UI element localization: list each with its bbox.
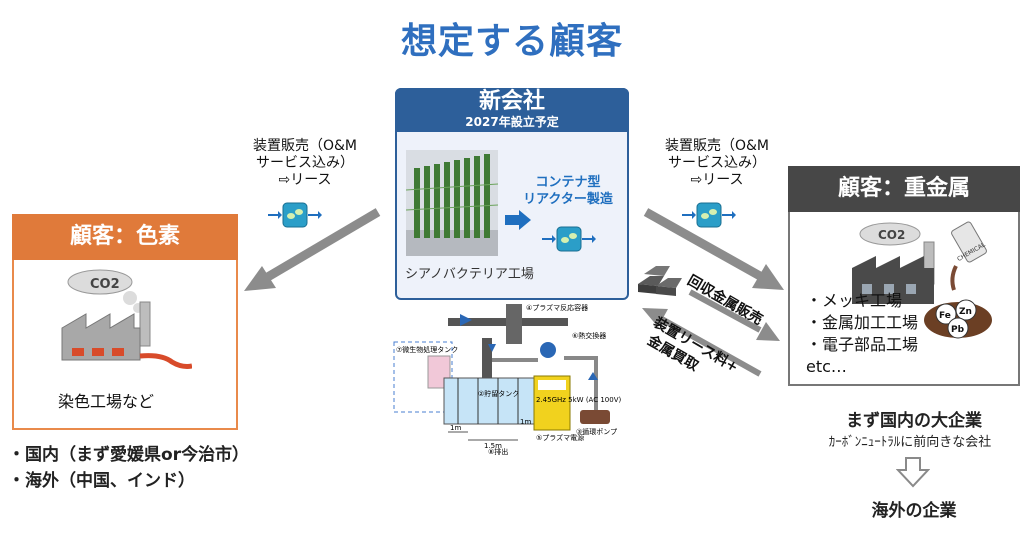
arrow-head-pigment bbox=[244, 266, 276, 291]
diagram-label: 1m bbox=[520, 418, 531, 426]
region-overseas: ・海外（中国、インド） bbox=[8, 471, 195, 491]
diagram-label: 1m bbox=[450, 424, 461, 432]
list-item: ・電子部品工場 bbox=[806, 335, 919, 354]
co2-text: CO2 bbox=[878, 228, 905, 242]
arrow-head-metal-sale bbox=[756, 322, 780, 341]
dye-factory-icon: CO2 bbox=[61, 269, 192, 369]
cyanobacteria-factory-photo bbox=[406, 150, 498, 256]
reactor-icon bbox=[682, 202, 736, 228]
region-domestic: ・国内（まず愛媛県or今治市） bbox=[8, 445, 250, 465]
plasma-system-diagram: ④プラズマ反応容器 ⑦微生物処理タンク ⑥熱交換器 ②貯留タンク 2.45GHz… bbox=[388, 300, 630, 456]
list-item: ・金属加工工場 bbox=[806, 313, 919, 332]
list-item: ・メッキ工場 bbox=[806, 291, 903, 310]
new-company-subtitle: 2027年設立予定 bbox=[465, 115, 559, 129]
metal-ingots-icon bbox=[638, 266, 682, 296]
pigment-customer-label: 染色工場など bbox=[58, 392, 155, 411]
arrow-head-lease bbox=[642, 308, 668, 327]
right-flow-label: 装置販売（O&M サービス込み） ⇨リース bbox=[664, 138, 769, 188]
element-zn: Zn bbox=[959, 307, 972, 317]
list-item: etc… bbox=[806, 357, 847, 376]
diagram-label: ⑧排出 bbox=[488, 447, 508, 456]
left-flow-label: 装置販売（O&M サービス込み） ⇨リース bbox=[252, 138, 357, 188]
container-reactor-label: コンテナ型 リアクター製造 bbox=[523, 175, 613, 207]
arrow-metal-sale bbox=[688, 289, 762, 333]
diagram-label: 1.5m bbox=[484, 442, 502, 450]
arrow-to-metal bbox=[643, 208, 763, 280]
co2-text: CO2 bbox=[90, 277, 120, 292]
arrow-to-pigment bbox=[263, 208, 381, 282]
arrow-lease bbox=[658, 315, 762, 377]
diagram-label: ②貯留タンク bbox=[478, 389, 519, 398]
target-next: 海外の企業 bbox=[871, 501, 957, 521]
target-first: まず国内の大企業 bbox=[846, 411, 982, 431]
diagram-label: ⑤プラズマ電源 bbox=[536, 433, 584, 442]
metal-customer-heading: 顧客：重金属 bbox=[788, 166, 1020, 212]
arrow-head-metal bbox=[752, 264, 784, 290]
diagram-label: ⑥熱交換器 bbox=[572, 331, 606, 340]
pigment-customer-heading: 顧客：色素 bbox=[12, 214, 238, 260]
new-company-name: 新会社 bbox=[478, 89, 545, 114]
diagram-label: ④プラズマ反応容器 bbox=[526, 303, 588, 312]
target-note: ｶｰﾎﾞﾝﾆｭｰﾄﾗﾙに前向きな会社 bbox=[828, 435, 992, 450]
element-fe: Fe bbox=[939, 311, 951, 321]
factory-label: シアノバクテリア工場 bbox=[405, 267, 534, 282]
metal-customer-list: ・メッキ工場 ・金属加工工場 ・電子部品工場 etc… bbox=[806, 290, 918, 378]
reactor-icon bbox=[268, 202, 322, 228]
diagram-label: ⑦微生物処理タンク bbox=[396, 345, 458, 354]
arrow-right-icon bbox=[505, 210, 531, 230]
diagram-label: ③循環ポンプ bbox=[576, 427, 617, 436]
new-company-header: 新会社 2027年設立予定 bbox=[395, 88, 629, 132]
element-pb: Pb bbox=[951, 325, 965, 335]
page-title: 想定する顧客 bbox=[400, 21, 623, 62]
metal-factory-icon: CO2 CHEMICAL Fe Zn Pb bbox=[852, 221, 992, 339]
down-arrow-icon bbox=[896, 457, 930, 488]
reactor-icon bbox=[542, 226, 596, 252]
diagram-label: 2.45GHz 5kW (AC 100V) bbox=[536, 396, 621, 404]
